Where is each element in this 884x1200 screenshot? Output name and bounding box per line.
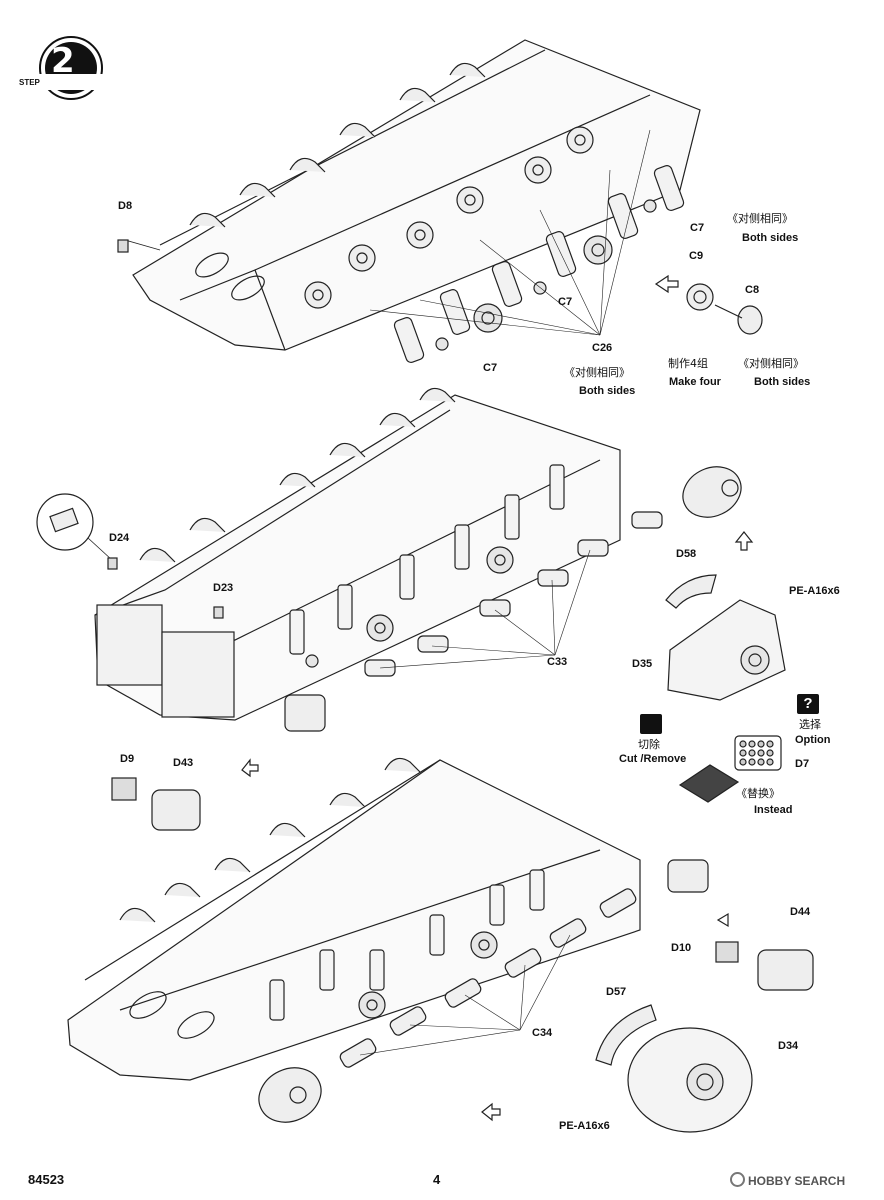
note-same-side-cn-1: 《对侧相同》 xyxy=(727,212,793,225)
part-label-d43: D43 xyxy=(173,757,194,769)
part-label-c8: C8 xyxy=(745,284,760,296)
part-label-d44: D44 xyxy=(790,906,811,918)
note-same-side-cn-3: 《对侧相同》 xyxy=(738,357,804,370)
note-instead-cn: 《替换》 xyxy=(736,787,780,800)
part-label-pe-a16x6-1: PE-A16x6 xyxy=(789,585,840,597)
part-label-d57: D57 xyxy=(606,986,627,998)
step-word: STEP xyxy=(19,78,40,87)
part-label-pe-a16x6-2: PE-A16x6 xyxy=(559,1120,610,1132)
note-same-side-cn-2: 《对侧相同》 xyxy=(564,366,630,379)
note-option: Option xyxy=(795,734,831,746)
note-make-four: Make four xyxy=(669,376,721,388)
note-cut-remove: Cut /Remove xyxy=(619,753,687,765)
note-cut-cn: 切除 xyxy=(638,738,660,751)
part-label-c26: C26 xyxy=(592,342,613,354)
watermark-icon xyxy=(730,1172,745,1187)
hull-assembly-top xyxy=(117,39,763,363)
part-label-d35: D35 xyxy=(632,658,653,670)
hull-assembly-middle xyxy=(36,387,786,803)
note-both-sides-3: Both sides xyxy=(754,376,811,388)
part-label-c7-bot: C7 xyxy=(483,362,498,374)
part-label-d23: D23 xyxy=(213,582,234,594)
note-option-cn: 选择 xyxy=(799,718,821,731)
part-label-c7-top: C7 xyxy=(690,222,705,234)
kit-code: 84523 xyxy=(28,1172,65,1187)
step-number: 2 xyxy=(51,41,75,81)
part-label-d7: D7 xyxy=(795,758,810,770)
cut-icon xyxy=(640,714,662,734)
part-label-d34: D34 xyxy=(778,1040,799,1052)
part-label-d58: D58 xyxy=(676,548,697,560)
step-badge-ring xyxy=(39,36,103,100)
part-label-c9: C9 xyxy=(689,250,704,262)
page-number: 4 xyxy=(433,1172,441,1187)
step-badge-band xyxy=(38,74,104,90)
watermark-text: HOBBY SEARCH xyxy=(748,1174,846,1188)
watermark: HOBBY SEARCH xyxy=(730,1172,845,1188)
note-both-sides-1: Both sides xyxy=(742,232,799,244)
part-label-c7-mid: C7 xyxy=(558,296,573,308)
note-both-sides-2: Both sides xyxy=(579,385,636,397)
part-label-d24: D24 xyxy=(109,532,130,544)
hull-assembly-bottom xyxy=(67,757,814,1133)
note-make-four-cn: 制作4组 xyxy=(668,357,708,370)
part-label-d9: D9 xyxy=(120,753,135,765)
part-label-d10: D10 xyxy=(671,942,692,954)
question-icon: ? xyxy=(797,694,819,714)
part-label-d8: D8 xyxy=(118,200,133,212)
part-label-c34: C34 xyxy=(532,1027,553,1039)
part-label-c33: C33 xyxy=(547,656,568,668)
note-instead: Instead xyxy=(754,804,793,816)
